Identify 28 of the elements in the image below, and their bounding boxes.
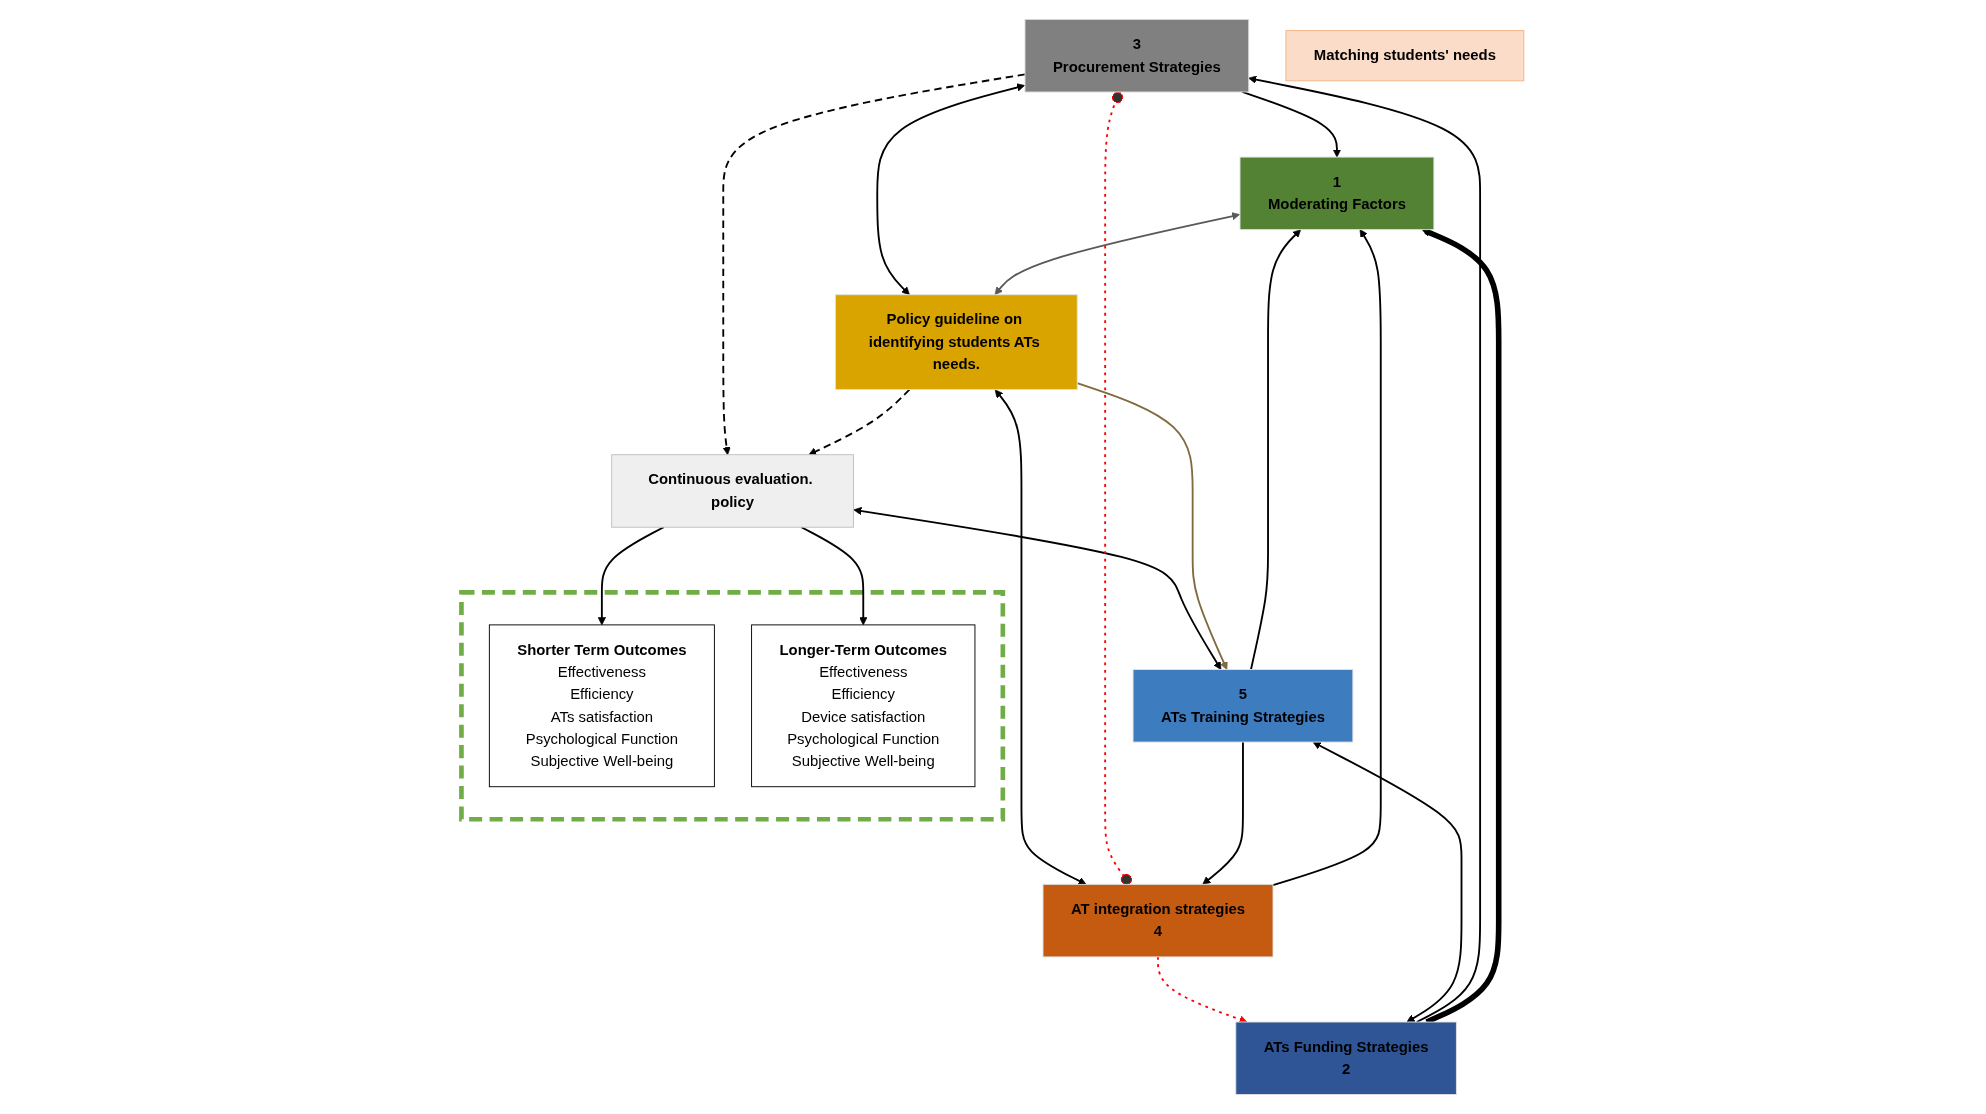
arrow [1250, 229, 1302, 671]
arrow [1202, 741, 1245, 885]
connector [1104, 91, 1133, 886]
arrow [800, 526, 868, 626]
arrow [598, 526, 665, 626]
node-box: Longer-Term Outcomes Effectiveness Efficiency Device satisfaction Psychological Function Subjective Well-being [751, 624, 976, 788]
arrow [722, 73, 1027, 456]
arrow [853, 506, 1222, 670]
node-box: 1 Moderating Factors [1239, 156, 1435, 231]
arrow [994, 212, 1241, 296]
arrow [1076, 382, 1228, 670]
arrow [995, 389, 1087, 885]
node-box: ATs Funding Strategies 2 [1235, 1021, 1458, 1095]
arrow [1313, 741, 1463, 1023]
arrow [1241, 91, 1342, 158]
arrow [1248, 75, 1482, 1023]
arrow [876, 83, 1026, 296]
arrow [808, 388, 911, 456]
arrow [1157, 955, 1248, 1024]
node-box: AT integration strategies 4 [1042, 883, 1274, 958]
node-box: Policy guideline on identifying students ATs needs. [835, 294, 1079, 391]
arrow [1272, 229, 1383, 887]
node-box: Shorter Term Outcomes Effectiveness Efficiency ATs satisfaction Psychological Function Subjective Well-being [489, 624, 716, 788]
cluster [459, 590, 1006, 822]
node-box: Continuous evaluation. policy [611, 454, 855, 528]
node-box: 5 ATs Training Strategies [1132, 669, 1354, 743]
node-box: Matching students' needs [1285, 30, 1525, 82]
node-box: 3 Procurement Strategies [1024, 18, 1250, 93]
